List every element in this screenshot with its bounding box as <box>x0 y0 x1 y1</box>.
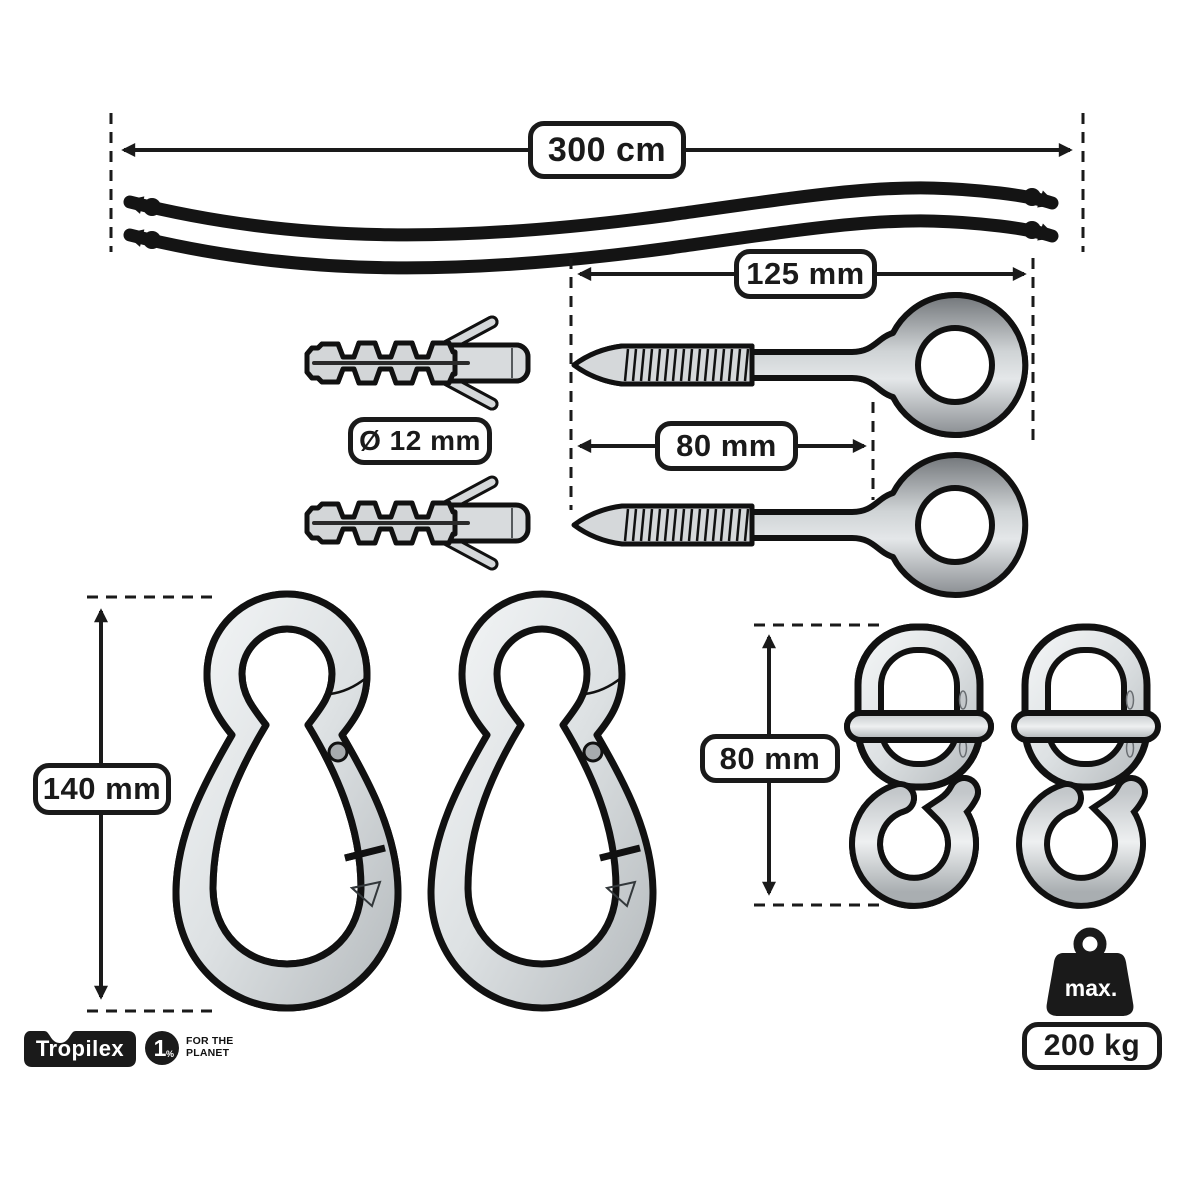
tropilex-logo-text: Tropilex <box>35 1036 125 1061</box>
eye-screw-icon-2 <box>574 455 1025 595</box>
s-hook-icon-1 <box>847 627 991 892</box>
wall-plug-diameter-label: Ø 12 mm <box>348 417 492 465</box>
max-weight-value-label: 200 kg <box>1022 1022 1162 1070</box>
max-weight-tag: max. <box>1064 974 1118 1001</box>
wall-plug-icon-2 <box>307 482 528 564</box>
eye-screw-icon-1 <box>574 295 1025 435</box>
tropilex-logo <box>24 1031 136 1067</box>
wall-plug-icon-1 <box>307 322 528 404</box>
rope-icon <box>123 181 1059 275</box>
eye-screw-thread-length-label: 80 mm <box>655 421 798 471</box>
carabiner-icon-2 <box>431 594 653 1008</box>
s-hook-length-label: 80 mm <box>700 734 840 783</box>
carabiner-length-label: 140 mm <box>33 763 171 815</box>
carabiner-icon-1 <box>176 594 398 1008</box>
rope-length-label: 300 cm <box>528 121 686 179</box>
weight-icon <box>1046 927 1134 1016</box>
s-hook-icon-2 <box>1014 627 1158 892</box>
one-percent-circle <box>145 1031 179 1065</box>
one-percent-number: 1 <box>153 1034 167 1061</box>
for-the-planet-line2: PLANET <box>186 1046 230 1059</box>
eye-screw-total-length-label: 125 mm <box>734 249 877 299</box>
for-the-planet-line1: FOR THE <box>186 1035 234 1047</box>
one-percent-symbol: % <box>165 1049 174 1059</box>
one-percent-logo: 1 % <box>145 1031 179 1065</box>
for-the-planet-text: FOR THE PLANET <box>186 1035 234 1059</box>
